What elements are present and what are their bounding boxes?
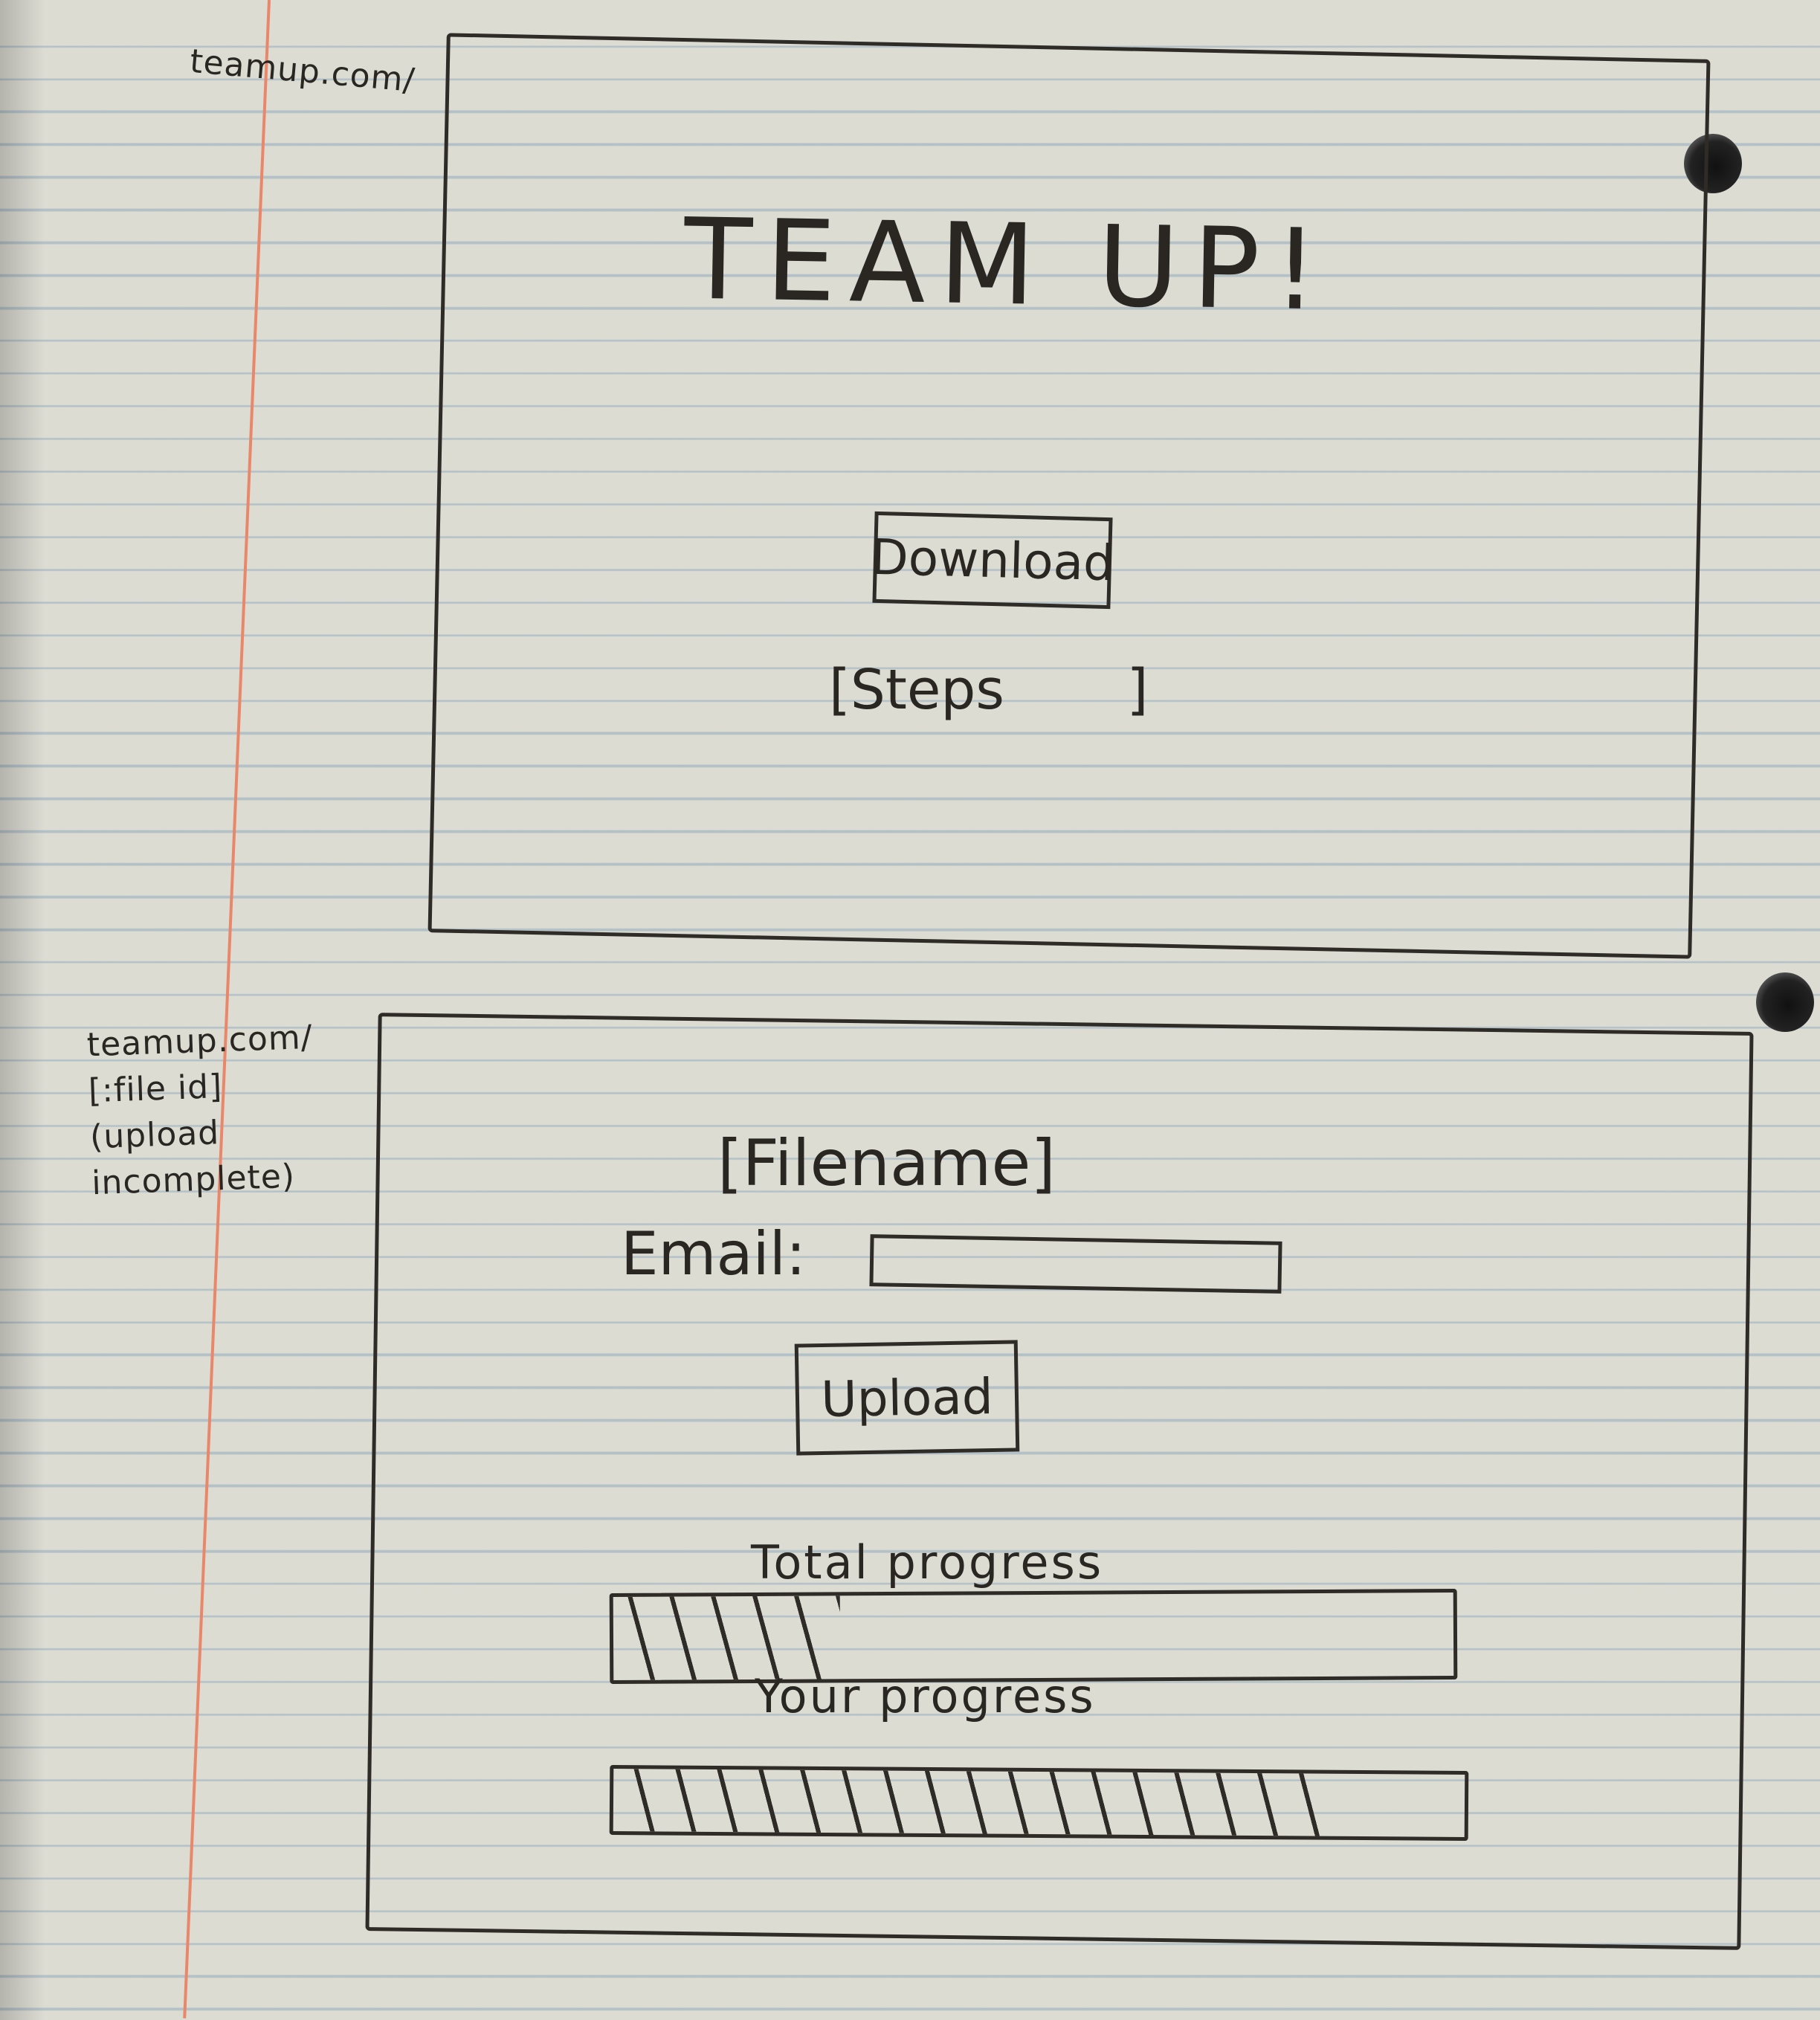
landing-page-frame — [427, 33, 1711, 959]
filename-placeholder: [Filename] — [717, 1126, 1056, 1201]
total-progress-label: Total progress — [751, 1535, 1104, 1590]
steps-placeholder: [Steps ] — [829, 658, 1149, 722]
your-progress-bar — [609, 1764, 1469, 1842]
email-label: Email: — [621, 1219, 806, 1288]
download-button[interactable]: Download — [870, 511, 1115, 610]
total-progress-fill — [613, 1595, 841, 1680]
upload-button[interactable]: Upload — [794, 1340, 1020, 1456]
email-input[interactable] — [869, 1234, 1282, 1294]
page-edge-shadow — [0, 0, 45, 2020]
page-title: TEAM UP! — [682, 195, 1332, 336]
file-page-url-note: teamup.com/ [:file id] (upload incomplet… — [85, 1018, 314, 1203]
your-progress-fill — [613, 1769, 1329, 1836]
binder-hole — [1756, 972, 1814, 1032]
your-progress-label: Your progress — [755, 1669, 1096, 1723]
binder-hole — [1684, 134, 1742, 193]
